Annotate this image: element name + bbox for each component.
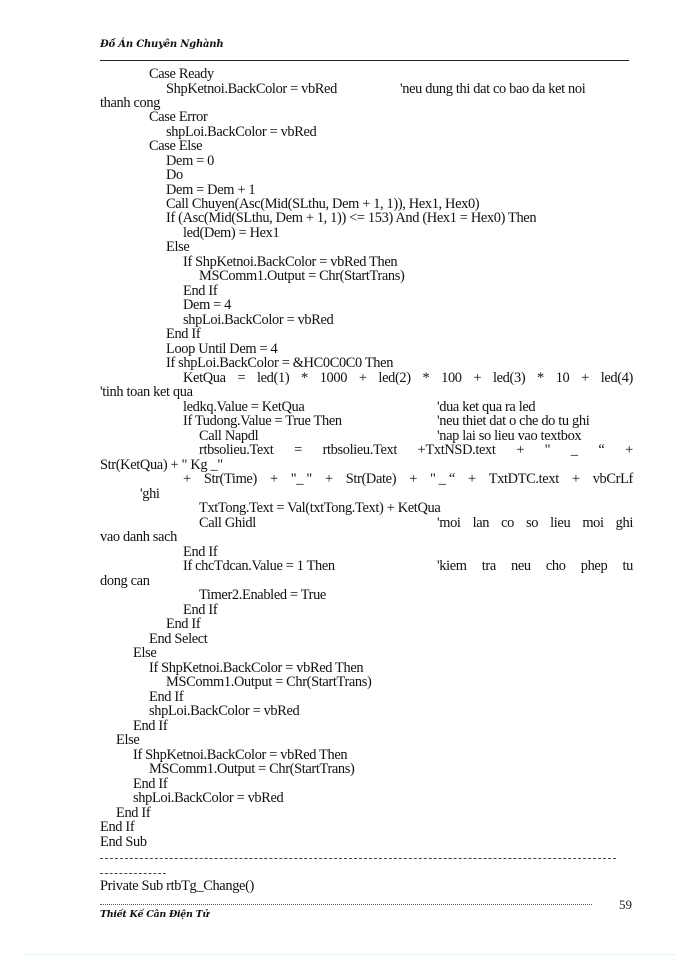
code-line: End If (183, 283, 218, 299)
header-rule (100, 60, 629, 61)
page-header-title: Đồ Án Chuyên Nghành (100, 39, 224, 50)
code-line: shpLoi.BackColor = vbRed (183, 312, 334, 328)
code-line: Dem = Dem + 1 (166, 182, 256, 198)
code-comment: 'dua ket qua ra led (437, 399, 536, 415)
code-line: End If (149, 689, 184, 705)
code-line: vao danh sach (100, 529, 177, 545)
code-line: shpLoi.BackColor = vbRed (133, 790, 284, 806)
code-line: End If (183, 602, 218, 618)
code-line: thanh cong (100, 95, 161, 111)
code-line: If ShpKetnoi.BackColor = vbRed Then (133, 747, 348, 763)
code-line: If Tudong.Value = True Then (183, 413, 342, 429)
code-line: shpLoi.BackColor = vbRed (149, 703, 300, 719)
code-line: MSComm1.Output = Chr(StartTrans) (149, 761, 355, 777)
code-comment: 'nap lai so lieu vao textbox (437, 428, 582, 444)
code-line: If chcTdcan.Value = 1 Then (183, 558, 335, 574)
code-line: Dem = 0 (166, 153, 215, 169)
code-line: Dem = 4 (183, 297, 232, 313)
code-comment: 'neu thiet dat o che do tu ghi (437, 413, 590, 429)
code-line: End If (133, 718, 168, 734)
code-line: If shpLoi.BackColor = &HC0C0C0 Then (166, 355, 394, 371)
code-line: If ShpKetnoi.BackColor = vbRed Then (183, 254, 398, 270)
code-line: dong can (100, 573, 150, 589)
code-comment-justified: 'moi lan co so lieu moi ghi (437, 515, 633, 531)
code-line: Else (133, 645, 157, 661)
code-line: Case Error (149, 109, 208, 125)
code-line: End If (166, 326, 201, 342)
code-line: If ShpKetnoi.BackColor = vbRed Then (149, 660, 364, 676)
code-comment-justified: 'kiem tra neu cho phep tu (437, 558, 633, 574)
code-line: TxtTong.Text = Val(txtTong.Text) + KetQu… (199, 500, 441, 516)
code-line-justified: rtbsolieu.Text = rtbsolieu.Text +TxtNSD.… (199, 442, 633, 458)
code-line: led(Dem) = Hex1 (183, 225, 280, 241)
code-line: Call Napdl (199, 428, 259, 444)
code-line: End Sub (100, 834, 147, 850)
code-line-justified: + Str(Time) + "_ " + Str(Date) + " _ “ +… (183, 471, 633, 487)
next-sub-declaration: Private Sub rtbTg_Change() (100, 878, 254, 894)
code-line: Call Ghidl (199, 515, 256, 531)
code-line: End If (116, 805, 151, 821)
code-line: Do (166, 167, 183, 183)
code-line: Loop Until Dem = 4 (166, 341, 278, 357)
code-comment: 'neu dung thi dat co bao da ket noi (400, 81, 586, 97)
page-footer-title: Thiết Kế Cân Điện Tử (100, 909, 210, 920)
code-line: Call Chuyen(Asc(Mid(SLthu, Dem + 1, 1)),… (166, 196, 480, 212)
code-line: End If (133, 776, 168, 792)
page-number: 59 (619, 897, 632, 912)
code-line: ShpKetnoi.BackColor = vbRed (166, 81, 337, 97)
code-line: Case Ready (149, 66, 214, 82)
code-line: End Select (149, 631, 208, 647)
code-line: shpLoi.BackColor = vbRed (166, 124, 317, 140)
code-line: If (Asc(Mid(SLthu, Dem + 1, 1)) <= 153) … (166, 210, 537, 226)
code-line: End If (183, 544, 218, 560)
code-line: 'tinh toan ket qua (100, 384, 193, 400)
page-bottom-edge (25, 954, 675, 955)
code-line: End If (100, 819, 135, 835)
code-line: Else (116, 732, 140, 748)
code-line: ledkq.Value = KetQua (183, 399, 305, 415)
separator-dashes-continued (100, 873, 166, 874)
footer-rule (100, 904, 592, 905)
code-line: Case Else (149, 138, 203, 154)
separator-dashes (100, 858, 616, 859)
code-line: Else (166, 239, 190, 255)
code-line: Timer2.Enabled = True (199, 587, 326, 603)
code-line: MSComm1.Output = Chr(StartTrans) (199, 268, 405, 284)
code-line: End If (166, 616, 201, 632)
code-line-justified: KetQua = led(1) * 1000 + led(2) * 100 + … (183, 370, 633, 386)
code-line: MSComm1.Output = Chr(StartTrans) (166, 674, 372, 690)
code-line: 'ghi (140, 486, 160, 502)
code-line: Str(KetQua) + " Kg _" (100, 457, 223, 473)
